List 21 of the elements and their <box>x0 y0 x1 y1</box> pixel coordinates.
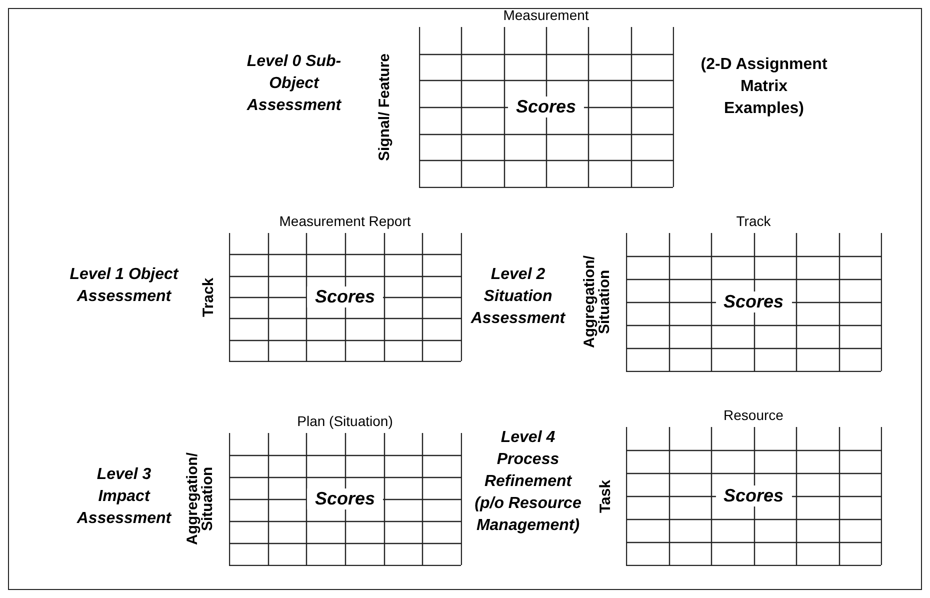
note-text: (2-D Assignment Matrix Examples) <box>700 55 828 119</box>
row-header: Aggregation/ Situation <box>582 254 614 350</box>
column-header: Plan (Situation) <box>297 413 393 429</box>
column-header: Measurement <box>503 7 589 23</box>
level-label: Level 3 Impact Assessment <box>76 465 173 529</box>
column-header: Resource <box>724 407 784 423</box>
column-header: Measurement Report <box>279 213 411 229</box>
level-label: Level 4 Process Refinement (p/o Resource Management) <box>474 428 582 536</box>
cell-label: Scores <box>715 486 792 506</box>
row-header: Signal/ Feature <box>377 52 394 163</box>
cell-label: Scores <box>306 286 384 308</box>
level-label: Level 0 Sub-Object Assessment <box>246 52 343 116</box>
row-header: Track <box>201 276 218 319</box>
row-header: Task <box>598 478 615 515</box>
cell-label: Scores <box>715 292 792 312</box>
row-header: Aggregation/ Situation <box>185 452 217 548</box>
cell-label: Scores <box>306 488 384 510</box>
cell-label: Scores <box>508 96 584 118</box>
column-header: Track <box>736 213 771 229</box>
level-label: Level 1 Object Assessment <box>69 265 179 307</box>
level-label: Level 2 Situation Assessment <box>470 265 567 329</box>
